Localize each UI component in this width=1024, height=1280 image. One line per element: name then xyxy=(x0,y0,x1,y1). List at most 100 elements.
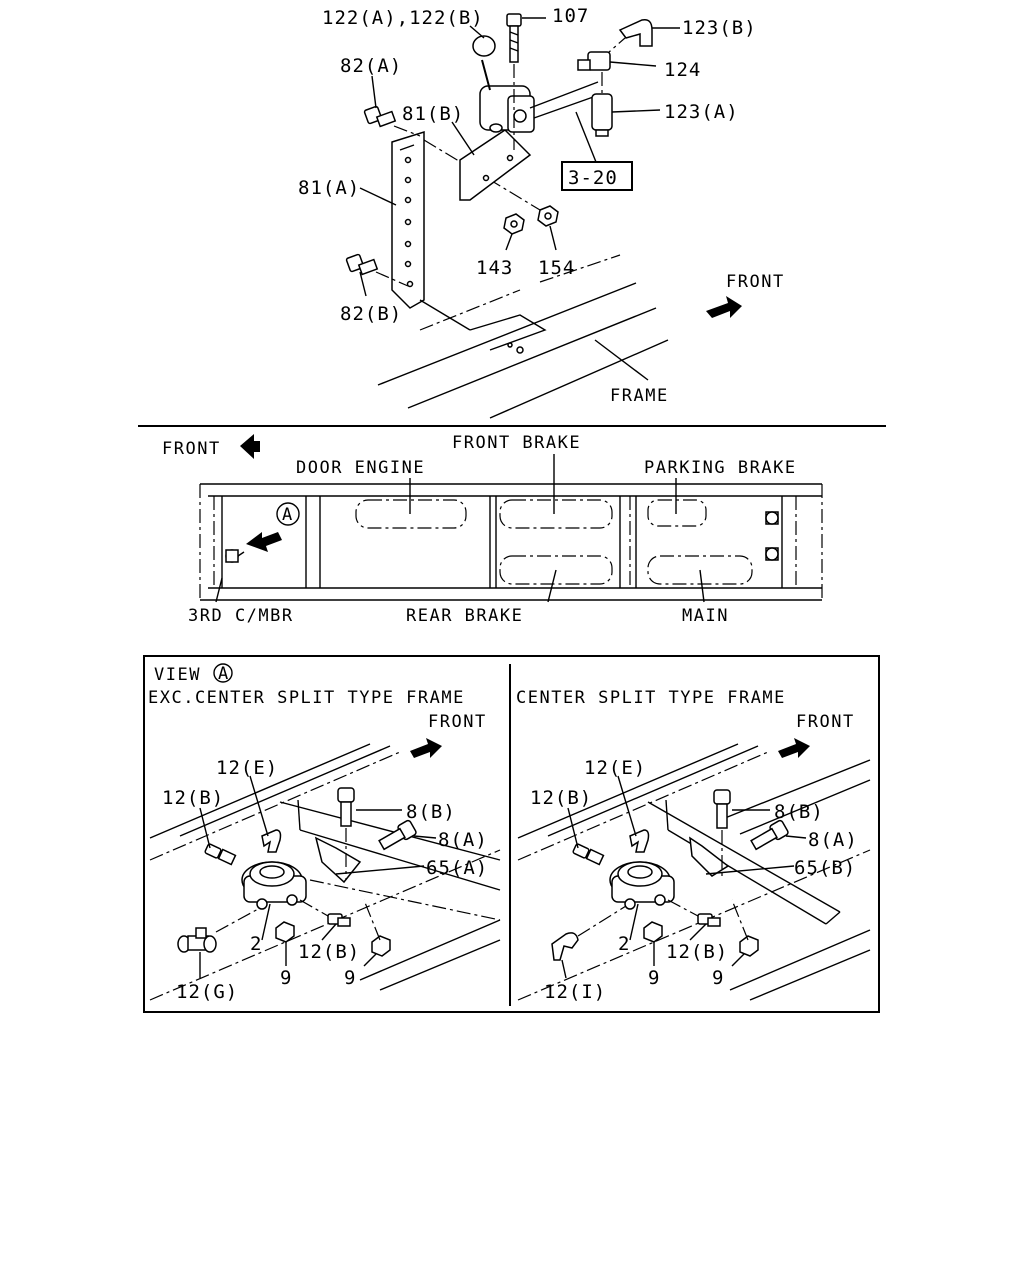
label-65a: 65(A) xyxy=(426,857,488,879)
label-3-20: 3-20 xyxy=(568,167,618,189)
view-direction-arrow-icon xyxy=(246,532,282,552)
label-parking-brake: PARKING BRAKE xyxy=(644,458,797,478)
cock-valve-icon xyxy=(765,511,779,525)
nut-icon xyxy=(643,921,663,943)
label-124: 124 xyxy=(664,59,701,81)
view-a-border xyxy=(143,655,880,1013)
front-arrow-icon xyxy=(410,738,442,758)
label-12b-top-left: 12(B) xyxy=(162,787,224,809)
bolt-82a xyxy=(363,105,421,137)
front-left-arrow-icon xyxy=(240,434,260,459)
bolt-82b xyxy=(345,253,409,287)
view-marker-label: A xyxy=(282,505,294,525)
label-door-engine: DOOR ENGINE xyxy=(296,458,425,478)
frame-rails xyxy=(377,254,669,419)
tank-front-brake xyxy=(499,499,613,529)
view-title-marker: A xyxy=(218,664,230,684)
front-arrow-icon xyxy=(778,738,810,758)
label-front-mid: FRONT xyxy=(162,439,221,459)
cock-valve-icon xyxy=(765,547,779,561)
front-arrow-icon xyxy=(706,296,742,318)
label-143: 143 xyxy=(476,257,513,279)
view-title-marker-icon xyxy=(213,663,233,683)
label-2-left: 2 xyxy=(250,933,262,955)
fitting-12b-top xyxy=(572,843,605,866)
label-12g: 12(G) xyxy=(176,981,238,1003)
label-12b-bottom-right: 12(B) xyxy=(666,941,728,963)
view-right-panel: CENTER SPLIT TYPE FRAME FRONT xyxy=(516,688,871,1003)
bolt-107 xyxy=(506,13,522,150)
label-front-brake: FRONT BRAKE xyxy=(452,433,581,453)
fitting-12b-top xyxy=(204,843,237,866)
label-rear-brake: REAR BRAKE xyxy=(406,606,523,626)
relay-valve-2 xyxy=(241,861,307,910)
label-81b: 81(B) xyxy=(402,103,464,125)
label-8a-left: 8(A) xyxy=(438,829,488,851)
nut-icon xyxy=(371,935,391,957)
label-8a-right: 8(A) xyxy=(808,829,858,851)
label-123b: 123(B) xyxy=(682,17,757,39)
tank-parking-brake xyxy=(647,499,707,527)
top-leader-lines xyxy=(359,17,680,381)
tee-fitting-12g xyxy=(177,907,261,953)
label-123a: 123(A) xyxy=(664,101,739,123)
label-3rd-cmbr: 3RD C/MBR xyxy=(188,606,294,626)
label-82b: 82(B) xyxy=(340,303,402,325)
view-a-section: VIEW A EXC.CENTER SPLIT TYPE FRAME FRONT xyxy=(143,655,880,1013)
elbow-fitting-icon xyxy=(629,829,650,853)
fitting-12b-bottom xyxy=(667,899,721,927)
bracket-81a xyxy=(391,130,541,331)
bolt-8a xyxy=(378,819,417,851)
label-8b-left: 8(B) xyxy=(406,801,456,823)
nut-143-icon xyxy=(503,213,525,235)
label-107: 107 xyxy=(552,5,589,27)
label-12i: 12(I) xyxy=(544,981,606,1003)
left-panel-title: EXC.CENTER SPLIT TYPE FRAME xyxy=(148,688,465,708)
label-12b-bottom-left: 12(B) xyxy=(298,941,360,963)
tank-layout: FRONT FRONT BRAKE DOOR ENGINE PARKING BR… xyxy=(162,433,823,626)
label-65b: 65(B) xyxy=(794,857,856,879)
cock-valve-icon xyxy=(225,549,245,563)
bolt-8b xyxy=(713,789,731,880)
label-12e-right: 12(E) xyxy=(584,757,646,779)
view-title: VIEW xyxy=(154,665,201,685)
nut-154-icon xyxy=(537,205,559,227)
cock-valve-icon xyxy=(472,35,599,133)
bracket-81b xyxy=(459,129,532,201)
view-left-panel: EXC.CENTER SPLIT TYPE FRAME FRONT xyxy=(148,688,501,1003)
relay-valve-2 xyxy=(609,861,675,910)
hose-123a xyxy=(591,72,613,137)
label-front-top: FRONT xyxy=(726,272,785,292)
label-82a: 82(A) xyxy=(340,55,402,77)
nut-icon xyxy=(275,921,295,943)
fitting-124 xyxy=(577,51,611,71)
label-9-right-b: 9 xyxy=(712,967,724,989)
nut-icon xyxy=(739,935,759,957)
label-154: 154 xyxy=(538,257,575,279)
tank-door-engine xyxy=(355,499,467,529)
left-panel-front: FRONT xyxy=(428,712,487,732)
label-12b-top-right: 12(B) xyxy=(530,787,592,809)
label-81a: 81(A) xyxy=(298,177,360,199)
label-12e-left: 12(E) xyxy=(216,757,278,779)
label-9-right-a: 9 xyxy=(648,967,660,989)
right-panel-title: CENTER SPLIT TYPE FRAME xyxy=(516,688,786,708)
view-marker-circle-icon xyxy=(276,502,300,526)
right-panel-front: FRONT xyxy=(796,712,855,732)
tank-main xyxy=(647,555,753,585)
tank-rear-brake xyxy=(499,555,613,585)
label-2-right: 2 xyxy=(618,933,630,955)
label-main: MAIN xyxy=(682,606,729,626)
label-9-left-a: 9 xyxy=(280,967,292,989)
label-9-left-b: 9 xyxy=(344,967,356,989)
label-122: 122(A),122(B) xyxy=(322,7,484,29)
bolt-8b xyxy=(337,787,355,880)
top-assembly: 122(A),122(B) 107 123(B) 82(A) 124 81(B)… xyxy=(298,5,785,419)
label-frame: FRAME xyxy=(610,386,669,406)
elbow-fitting-icon xyxy=(551,932,579,961)
ref-box-3-20 xyxy=(561,161,633,191)
bolt-8a xyxy=(750,819,789,851)
label-8b-right: 8(B) xyxy=(774,801,824,823)
elbow-fitting-icon xyxy=(261,829,282,853)
